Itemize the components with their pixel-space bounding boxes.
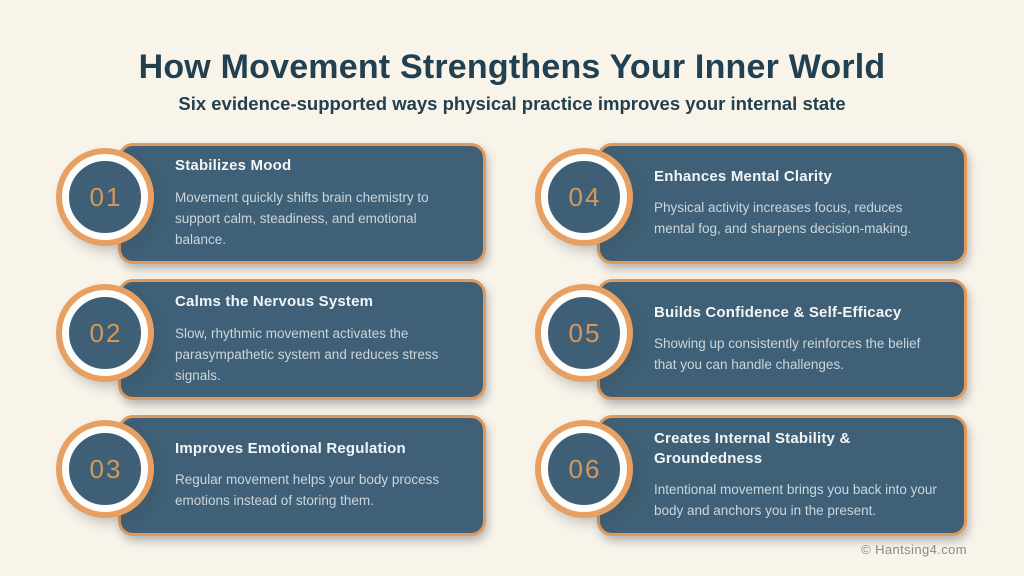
card-title: Builds Confidence & Self-Efficacy: [654, 303, 902, 321]
step-card: Creates Internal Stability & Groundednes…: [597, 415, 967, 536]
step-item-1: Stabilizes Mood Movement quickly shifts …: [62, 143, 486, 264]
step-number-badge: 02: [62, 290, 148, 376]
card-description: Slow, rhythmic movement activates the pa…: [175, 325, 439, 383]
step-number: 01: [89, 181, 123, 212]
step-card: Builds Confidence & Self-Efficacy Showin…: [597, 279, 967, 400]
card-description: Movement quickly shifts brain chemistry …: [175, 189, 429, 247]
step-card: Enhances Mental Clarity Physical activit…: [597, 143, 967, 264]
card-description: Physical activity increases focus, reduc…: [654, 200, 912, 237]
step-number: 02: [89, 317, 123, 348]
card-title: Creates Internal Stability & Groundednes…: [654, 429, 851, 468]
page-title: How Movement Strengthens Your Inner Worl…: [138, 48, 886, 86]
card-title: Improves Emotional Regulation: [175, 439, 406, 457]
card-description: Regular movement helps your body process…: [175, 472, 440, 509]
step-item-4: Enhances Mental Clarity Physical activit…: [541, 143, 967, 264]
card-description: Intentional movement brings you back int…: [654, 482, 937, 519]
page-subtitle: Six evidence-supported ways physical pra…: [178, 93, 846, 114]
step-number: 04: [568, 181, 602, 212]
step-number: 06: [568, 453, 602, 484]
step-item-6: Creates Internal Stability & Groundednes…: [541, 415, 967, 536]
card-title: Calms the Nervous System: [175, 293, 374, 311]
step-card: Stabilizes Mood Movement quickly shifts …: [118, 143, 486, 264]
step-card: Calms the Nervous System Slow, rhythmic …: [118, 279, 486, 400]
step-number-badge: 01: [62, 154, 148, 240]
copyright-credit: © Hantsing4.com: [861, 542, 967, 557]
step-number-badge: 06: [541, 426, 627, 512]
step-number-badge: 05: [541, 290, 627, 376]
step-item-3: Improves Emotional Regulation Regular mo…: [62, 415, 486, 536]
card-title: Stabilizes Mood: [175, 157, 292, 175]
step-number: 03: [89, 453, 123, 484]
step-number-badge: 03: [62, 426, 148, 512]
step-number-badge: 04: [541, 154, 627, 240]
step-card: Improves Emotional Regulation Regular mo…: [118, 415, 486, 536]
step-item-2: Calms the Nervous System Slow, rhythmic …: [62, 279, 486, 400]
step-number: 05: [568, 317, 602, 348]
card-title: Enhances Mental Clarity: [654, 167, 832, 185]
card-description: Showing up consistently reinforces the b…: [654, 336, 921, 373]
step-item-5: Builds Confidence & Self-Efficacy Showin…: [541, 279, 967, 400]
